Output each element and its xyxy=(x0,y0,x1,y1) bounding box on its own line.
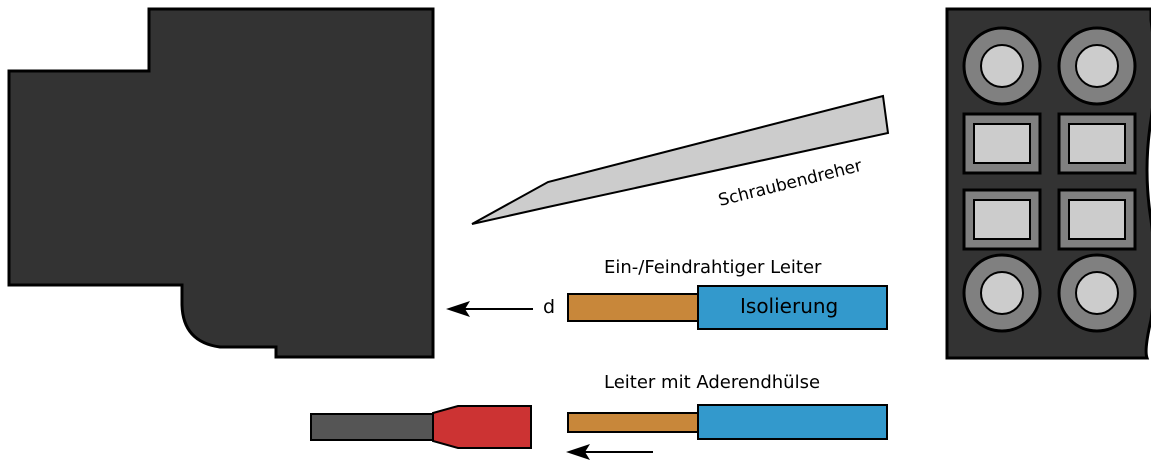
terminal-screw-top-left-inner xyxy=(980,44,1024,88)
release-opening-3-inner xyxy=(973,199,1031,240)
release-opening-4-inner xyxy=(1068,199,1126,240)
terminal-screw-bottom-left-inner xyxy=(980,271,1024,315)
insertion-arrow-head xyxy=(446,301,470,317)
solid-wire-label: Ein-/Feindrahtiger Leiter xyxy=(604,257,822,278)
ferrule-wire-insulation xyxy=(697,404,888,440)
ferrule-wire-label: Leiter mit Aderendhülse xyxy=(604,372,820,393)
release-opening-2-inner xyxy=(1068,123,1126,164)
ferrule-arrow-head xyxy=(566,444,590,460)
release-opening-1-inner xyxy=(973,123,1031,164)
dimension-label: d xyxy=(543,296,555,318)
insulation-label: Isolierung xyxy=(740,294,838,318)
connector-housing xyxy=(7,7,435,359)
ferrule-collar xyxy=(432,405,532,449)
terminal-screw-top-right-inner xyxy=(1075,44,1119,88)
terminal-screw-bottom-right-inner xyxy=(1075,271,1119,315)
solid-wire-conductor xyxy=(567,293,700,322)
ferrule-sleeve xyxy=(310,413,436,441)
solid-wire-insulation xyxy=(697,285,888,330)
ferrule-wire-conductor xyxy=(567,412,700,433)
screwdriver xyxy=(471,94,890,225)
